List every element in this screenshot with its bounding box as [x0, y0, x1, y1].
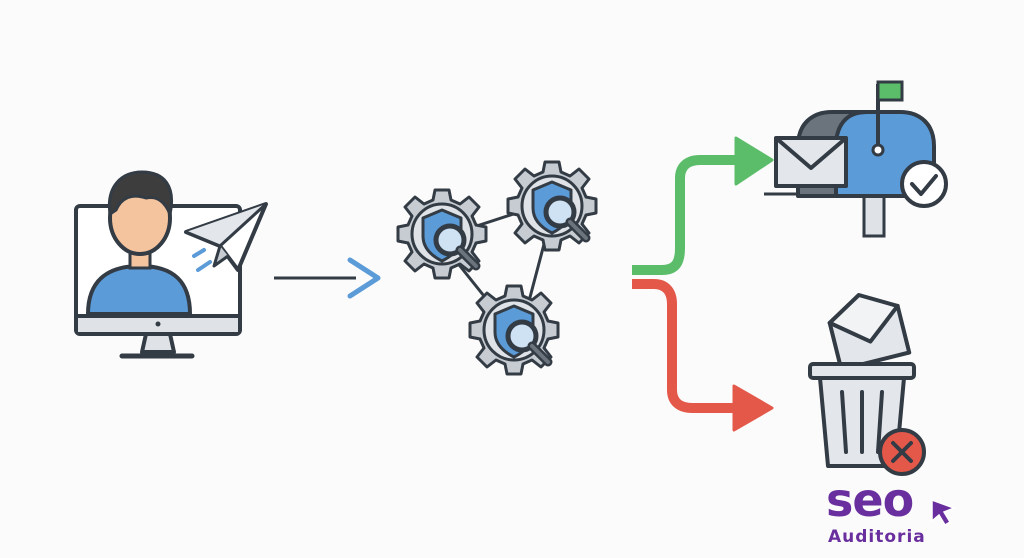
branch-arrows [632, 136, 774, 432]
red-rejected-path [632, 279, 746, 413]
cursor-icon [931, 498, 957, 527]
seo-auditoria-logo: seo Auditoria [826, 473, 957, 547]
x-circle-icon [878, 428, 926, 476]
green-arrowhead [734, 136, 774, 186]
person-hair [107, 170, 173, 216]
paper-plane-icon [184, 202, 268, 272]
logo-wordmark: seo [826, 473, 913, 527]
gear-shield-bottom [470, 286, 558, 374]
mailbox-with-envelope-icon [764, 80, 936, 238]
logo-subtitle: Auditoria [828, 527, 926, 547]
gear-shield-right [508, 162, 596, 250]
arrow-to-filter [274, 257, 381, 299]
red-arrowhead [732, 384, 774, 432]
security-filter-gears-icon [398, 162, 596, 374]
green-accepted-path [632, 155, 748, 275]
gear-shield-left [398, 190, 486, 278]
check-circle-icon [900, 160, 948, 208]
